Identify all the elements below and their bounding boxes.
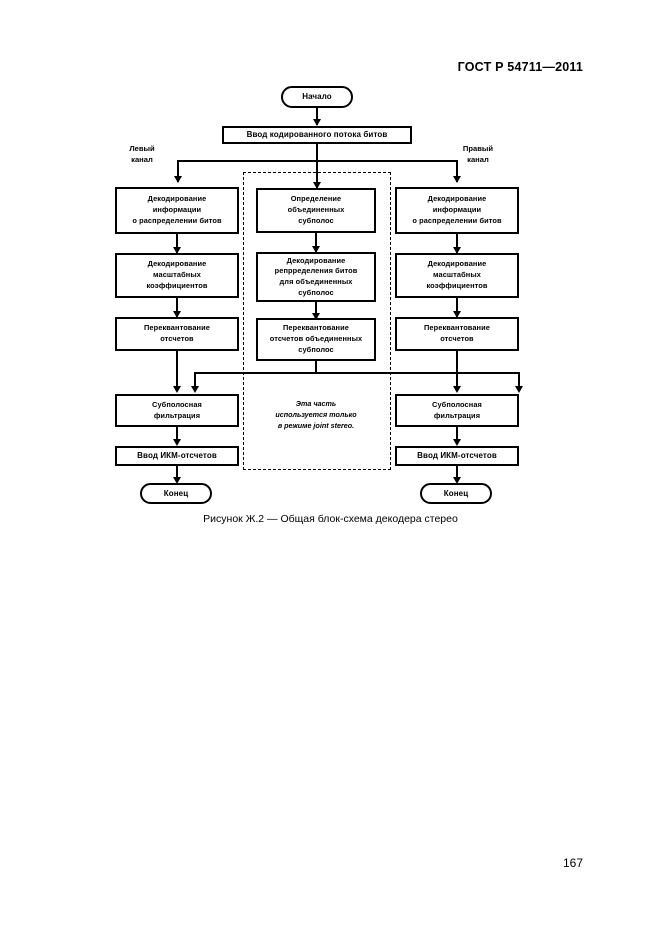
arrowhead-mid-alloc	[311, 246, 320, 253]
node-requantize-joint-samples[interactable]: Переквантование отсчетов объединенных су…	[256, 318, 376, 361]
connector-bus-left	[177, 160, 179, 182]
connector-start-to-input	[316, 108, 318, 125]
connector-bus-right	[456, 160, 458, 182]
arrowhead-right-end	[452, 477, 461, 484]
arrowhead-left-alloc	[173, 176, 182, 183]
connector-right-4	[456, 427, 458, 444]
node-left-end[interactable]: Конец	[140, 483, 212, 504]
arrowhead-right-requant	[452, 311, 461, 318]
connector-mid-2	[315, 302, 317, 318]
label-right-channel: Правый канал	[462, 144, 494, 165]
node-right-requantize[interactable]: Переквантование отсчетов	[395, 317, 519, 351]
arrowhead-merge-left	[190, 386, 199, 393]
node-right-subband-filter[interactable]: Субполосная фильтрация	[395, 394, 519, 427]
joint-stereo-note: Эта часть используется только в режиме j…	[275, 399, 357, 430]
arrowhead-right-scale	[452, 247, 461, 254]
connector-left-4	[176, 427, 178, 444]
connector-left-2	[176, 298, 178, 317]
connector-right-1	[456, 234, 458, 253]
arrowhead-left-subband	[172, 386, 181, 393]
node-determine-joint-subbands[interactable]: Определение объединенных субполос	[256, 188, 376, 233]
node-left-pcm-output[interactable]: Ввод ИКМ-отсчетов	[115, 446, 239, 466]
arrowhead-right-subband	[452, 386, 461, 393]
standard-header: ГОСТ Р 54711—2011	[457, 60, 583, 74]
node-left-subband-filter[interactable]: Субполосная фильтрация	[115, 394, 239, 427]
node-input-bitstream[interactable]: Ввод кодированного потока битов	[222, 126, 412, 144]
figure-caption: Рисунок Ж.2 — Общая блок-схема декодера …	[203, 513, 458, 525]
node-start[interactable]: Начало	[281, 86, 353, 108]
connector-bus-mid	[316, 160, 318, 188]
connector-mid-1	[315, 233, 317, 252]
connector-input-down	[316, 144, 318, 161]
connector-merge-right	[518, 372, 520, 391]
node-right-decode-scalefactors[interactable]: Декодирование масштабных коэффициентов	[395, 253, 519, 298]
node-right-end[interactable]: Конец	[420, 483, 492, 504]
node-right-decode-allocation[interactable]: Декодирование информации о распределении…	[395, 187, 519, 234]
connector-right-5	[456, 466, 458, 482]
arrowhead-merge-right	[514, 386, 523, 393]
connector-left-5	[176, 466, 178, 482]
node-left-decode-allocation[interactable]: Декодирование информации о распределении…	[115, 187, 239, 234]
connector-left-1	[176, 234, 178, 253]
arrowhead-left-end	[172, 477, 181, 484]
arrowhead-mid-requant	[311, 313, 320, 320]
node-left-requantize[interactable]: Переквантование отсчетов	[115, 317, 239, 351]
connector-left-3	[176, 351, 178, 391]
connector-mid-3	[315, 361, 317, 373]
node-right-pcm-output[interactable]: Ввод ИКМ-отсчетов	[395, 446, 519, 466]
arrowhead-right-alloc	[452, 176, 461, 183]
label-left-channel: Левый канал	[129, 144, 155, 165]
connector-right-2	[456, 298, 458, 317]
page-number: 167	[562, 856, 583, 870]
connector-merge-left	[194, 372, 196, 391]
arrowhead-left-requant	[172, 311, 181, 318]
connector-right-3	[456, 351, 458, 391]
arrowhead-left-scale	[172, 247, 181, 254]
flowchart-diagram: Начало Ввод кодированного потока битов Л…	[115, 86, 523, 504]
arrowhead-mid-determine	[312, 182, 321, 189]
node-decode-allocation-joint[interactable]: Декодирование репрределения битов для об…	[256, 252, 376, 302]
arrowhead-left-pcm	[172, 439, 181, 446]
arrowhead-right-pcm	[452, 439, 461, 446]
merge-bus	[194, 372, 520, 374]
arrowhead-input	[312, 119, 321, 126]
node-left-decode-scalefactors[interactable]: Декодирование масштабных коэффициентов	[115, 253, 239, 298]
